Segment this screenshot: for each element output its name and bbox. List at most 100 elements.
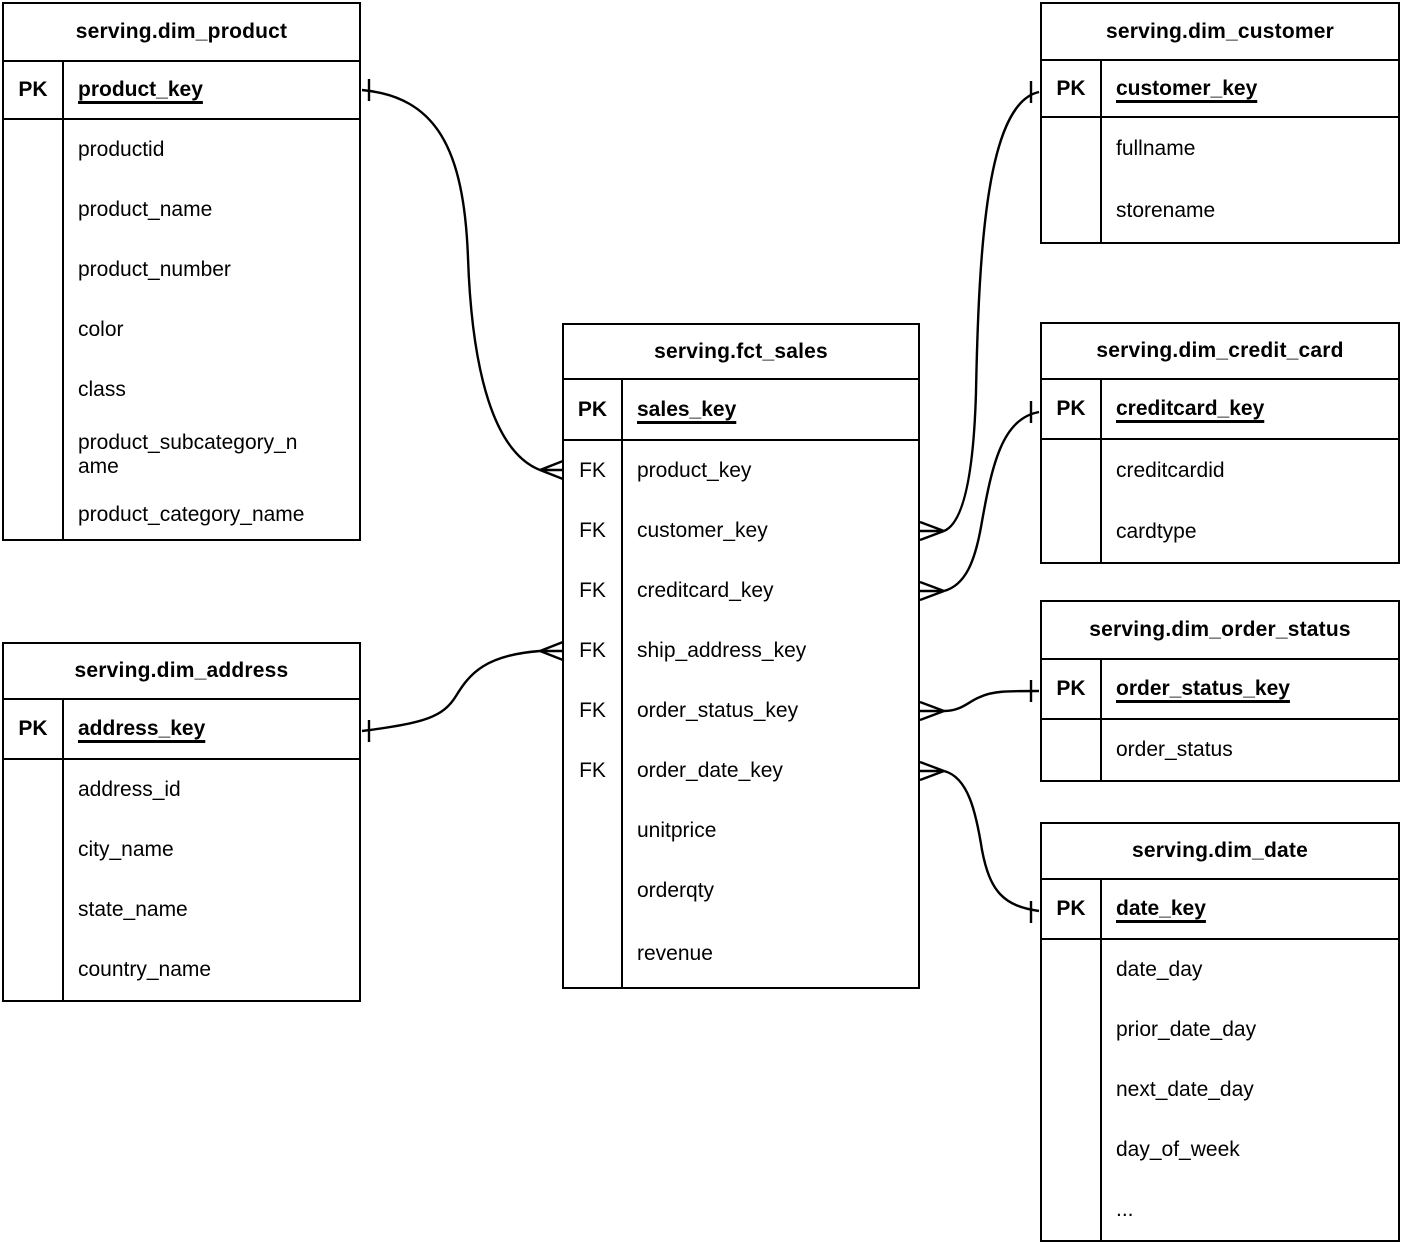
key-badge xyxy=(1042,180,1102,242)
field-name: date_key xyxy=(1116,897,1206,920)
field-name: order_date_key xyxy=(637,759,783,782)
field-row: productid xyxy=(4,120,359,180)
fk-badge: FK xyxy=(564,741,623,801)
field-row: FK product_key xyxy=(564,441,918,501)
key-badge xyxy=(4,880,64,940)
key-badge xyxy=(564,861,623,921)
relationship-line xyxy=(943,769,1040,913)
relationship-line xyxy=(943,410,1040,593)
field-name: order_status_key xyxy=(637,699,799,722)
key-badge xyxy=(1042,1120,1102,1180)
pk-badge: PK xyxy=(1042,660,1102,718)
table-dim-address: serving.dim_address PK address_key addre… xyxy=(2,642,361,1002)
field-name: date_day xyxy=(1116,958,1203,981)
field-row: day_of_week xyxy=(1042,1120,1398,1180)
pk-row: PK sales_key xyxy=(564,380,918,441)
field-name: creditcard_key xyxy=(1116,397,1265,420)
field-name: unitprice xyxy=(637,819,717,842)
fk-badge: FK xyxy=(564,561,623,621)
field-row: prior_date_day xyxy=(1042,1000,1398,1060)
field-row: color xyxy=(4,300,359,360)
field-row: cardtype xyxy=(1042,501,1398,562)
field-name: product_category_name xyxy=(78,502,305,526)
field-name: creditcard_key xyxy=(637,579,774,602)
key-badge xyxy=(4,180,64,240)
field-name: fullname xyxy=(1116,137,1196,160)
field-name: creditcardid xyxy=(1116,458,1225,482)
table-dim-customer: serving.dim_customer PK customer_key ful… xyxy=(1040,2,1400,244)
pk-row: PK creditcard_key xyxy=(1042,380,1398,440)
many-crowfoot-marker xyxy=(919,520,945,542)
field-name: color xyxy=(78,318,124,341)
key-badge xyxy=(4,120,64,180)
pk-row: PK customer_key xyxy=(1042,61,1398,118)
table-title: serving.dim_credit_card xyxy=(1042,324,1398,380)
pk-badge: PK xyxy=(1042,61,1102,116)
pk-row: PK order_status_key xyxy=(1042,660,1398,720)
relationship-line xyxy=(943,689,1040,713)
key-badge xyxy=(4,820,64,880)
table-dim-order-status: serving.dim_order_status PK order_status… xyxy=(1040,600,1400,782)
field-row: FK ship_address_key xyxy=(564,621,918,681)
key-badge xyxy=(1042,940,1102,1000)
pk-badge: PK xyxy=(4,62,64,118)
relationship-dim-product-to-fct-sales xyxy=(361,79,564,481)
key-badge xyxy=(1042,1060,1102,1120)
fk-badge: FK xyxy=(564,621,623,681)
pk-row: PK address_key xyxy=(4,700,359,760)
field-name: product_name xyxy=(78,198,213,221)
field-name: city_name xyxy=(78,838,174,861)
field-row: product_number xyxy=(4,240,359,300)
table-title: serving.dim_order_status xyxy=(1042,602,1398,660)
field-row: orderqty xyxy=(564,861,918,921)
key-badge xyxy=(1042,501,1102,562)
field-row: ... xyxy=(1042,1180,1398,1240)
field-row: order_status xyxy=(1042,720,1398,780)
field-name: order_status xyxy=(1116,738,1233,761)
field-name: class xyxy=(78,378,126,401)
table-fct-sales: serving.fct_sales PK sales_key FK produc… xyxy=(562,323,920,989)
field-row: creditcardid xyxy=(1042,440,1398,501)
field-row: unitprice xyxy=(564,801,918,861)
many-crowfoot-marker xyxy=(919,760,945,782)
relationship-dim-credit-card-to-fct-sales xyxy=(919,401,1040,602)
field-name: revenue xyxy=(637,942,713,965)
field-name: day_of_week xyxy=(1116,1138,1240,1161)
field-row: FK creditcard_key xyxy=(564,561,918,621)
key-badge xyxy=(1042,440,1102,501)
field-row: FK order_date_key xyxy=(564,741,918,801)
field-name: cardtype xyxy=(1116,519,1197,543)
table-title: serving.dim_date xyxy=(1042,824,1398,880)
key-badge xyxy=(1042,720,1102,780)
field-name: product_key xyxy=(78,78,203,101)
field-name: productid xyxy=(78,138,165,161)
key-badge xyxy=(4,760,64,820)
table-title: serving.dim_product xyxy=(4,4,359,62)
key-badge xyxy=(1042,1180,1102,1240)
field-row: country_name xyxy=(4,940,359,1000)
field-row: storename xyxy=(1042,180,1398,242)
field-name: customer_key xyxy=(637,519,768,542)
field-row: class xyxy=(4,360,359,420)
table-dim-credit-card: serving.dim_credit_card PK creditcard_ke… xyxy=(1040,322,1400,564)
relationship-line xyxy=(943,90,1040,533)
table-dim-product: serving.dim_product PK product_key produ… xyxy=(2,2,361,541)
field-name: product_number xyxy=(78,258,231,281)
field-name: address_key xyxy=(78,717,206,740)
many-crowfoot-marker xyxy=(919,580,945,602)
field-row: city_name xyxy=(4,820,359,880)
field-row: next_date_day xyxy=(1042,1060,1398,1120)
key-badge xyxy=(4,360,64,420)
field-name: order_status_key xyxy=(1116,677,1290,700)
field-row: state_name xyxy=(4,880,359,940)
relationship-line xyxy=(361,649,541,733)
key-badge xyxy=(4,940,64,1000)
pk-badge: PK xyxy=(1042,380,1102,438)
field-name: orderqty xyxy=(637,879,715,902)
relationship-dim-order-status-to-fct-sales xyxy=(919,680,1040,722)
pk-row: PK date_key xyxy=(1042,880,1398,940)
many-crowfoot-marker xyxy=(539,640,564,662)
key-badge xyxy=(4,490,64,539)
field-name: prior_date_day xyxy=(1116,1018,1257,1041)
